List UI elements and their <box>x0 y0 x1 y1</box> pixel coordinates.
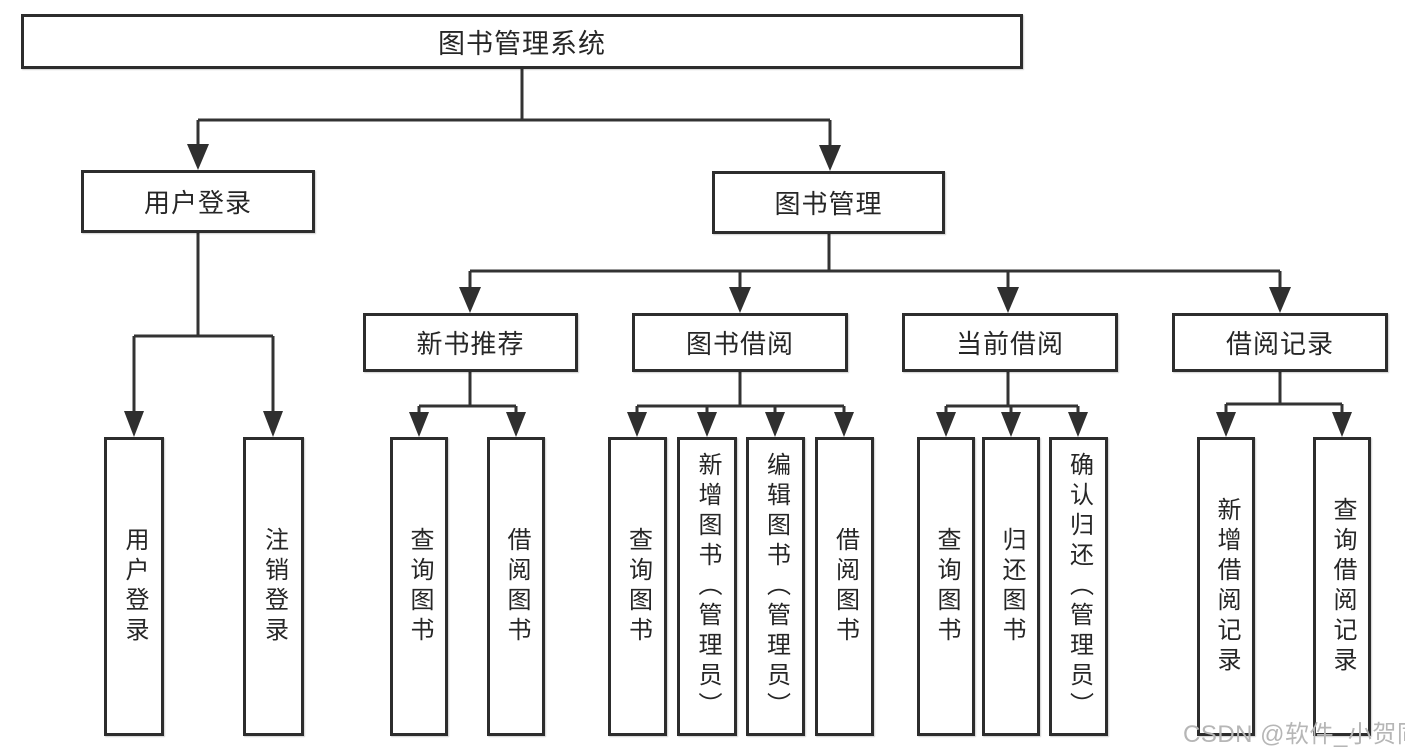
leaf-user-login: 用户登录 <box>104 437 164 736</box>
arrowheads <box>124 144 1352 437</box>
node-book-management-label: 图书管理 <box>774 189 883 219</box>
leaf-records-query-record: 查询借阅记录 <box>1313 437 1371 736</box>
leaf-borrow-edit-books-admin-label: 编辑图书（管理员） <box>762 451 790 722</box>
leaf-recommend-borrow-books: 借阅图书 <box>487 437 545 736</box>
leaf-logout-label: 注销登录 <box>260 526 288 647</box>
node-book-management: 图书管理 <box>712 171 945 234</box>
node-root-label: 图书管理系统 <box>438 29 606 59</box>
leaf-borrow-query-books: 查询图书 <box>608 437 667 736</box>
leaf-current-return-books: 归还图书 <box>982 437 1040 736</box>
leaf-current-return-books-label: 归还图书 <box>998 526 1025 647</box>
leaf-borrow-borrow-books-label: 借阅图书 <box>831 526 859 647</box>
leaf-user-login-label: 用户登录 <box>121 526 148 647</box>
node-book-borrow: 图书借阅 <box>632 313 848 372</box>
leaf-records-add-record: 新增借阅记录 <box>1197 437 1255 736</box>
leaf-logout: 注销登录 <box>243 437 304 736</box>
node-current-borrow-label: 当前借阅 <box>955 329 1064 359</box>
node-borrow-records: 借阅记录 <box>1172 313 1388 372</box>
node-current-borrow: 当前借阅 <box>902 313 1118 372</box>
leaf-current-query-books-label: 查询图书 <box>933 526 960 647</box>
leaf-recommend-query-books: 查询图书 <box>390 437 448 736</box>
leaf-borrow-borrow-books: 借阅图书 <box>815 437 874 736</box>
leaf-records-query-record-label: 查询借阅记录 <box>1329 496 1356 677</box>
leaf-borrow-edit-books-admin: 编辑图书（管理员） <box>746 437 805 736</box>
node-book-borrow-label: 图书借阅 <box>685 329 794 359</box>
leaf-current-confirm-return-admin-label: 确认归还（管理员） <box>1065 451 1093 722</box>
node-user-login-label: 用户登录 <box>143 188 252 218</box>
leaf-borrow-query-books-label: 查询图书 <box>624 526 652 647</box>
leaf-borrow-add-books-admin-label: 新增图书（管理员） <box>694 451 721 722</box>
watermark: CSDN @软件_小贺同学 <box>1183 721 1405 747</box>
leaf-current-query-books: 查询图书 <box>917 437 975 736</box>
leaf-records-add-record-label: 新增借阅记录 <box>1213 496 1240 677</box>
node-root: 图书管理系统 <box>21 14 1023 69</box>
leaf-recommend-query-books-label: 查询图书 <box>406 526 433 647</box>
node-new-book-recommend: 新书推荐 <box>363 313 578 372</box>
leaf-borrow-add-books-admin: 新增图书（管理员） <box>677 437 737 736</box>
leaf-recommend-borrow-books-label: 借阅图书 <box>503 526 530 647</box>
node-user-login: 用户登录 <box>81 170 315 233</box>
node-borrow-records-label: 借阅记录 <box>1225 329 1334 359</box>
node-new-book-recommend-label: 新书推荐 <box>416 329 525 359</box>
leaf-current-confirm-return-admin: 确认归还（管理员） <box>1049 437 1108 736</box>
